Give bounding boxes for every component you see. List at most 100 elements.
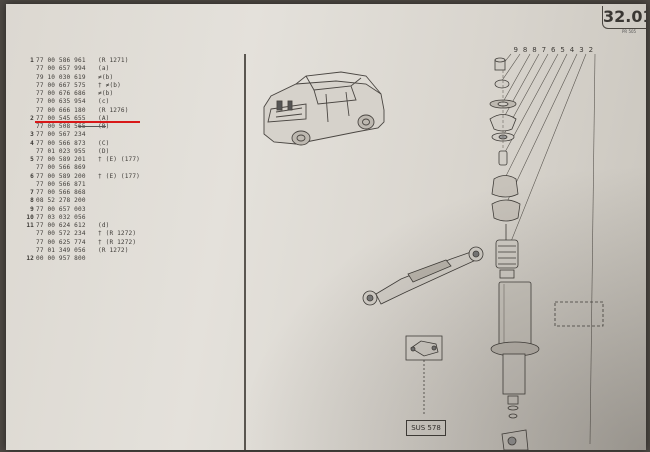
figure-label: SUS 578 [406, 420, 446, 436]
part-number: 77 00 567 234 [36, 131, 86, 139]
part-number: 77 00 625 774 [36, 238, 86, 246]
part-number: 77 01 023 955 [36, 147, 86, 155]
part-index: 10 [26, 213, 34, 221]
exploded-diagram [263, 53, 604, 450]
part-number: 77 00 667 575 [36, 81, 86, 89]
part-row: 79 10 030 619 ≠(b) [26, 74, 231, 82]
part-number: 00 00 957 800 [36, 255, 86, 262]
part-index: 4 [30, 139, 34, 147]
strike-mark [78, 126, 106, 127]
part-number: 77 01 349 056 [36, 246, 86, 254]
part-note: † ≠(b) [98, 81, 121, 89]
part-index: 8 [30, 197, 34, 205]
part-number: 77 00 566 871 [36, 180, 86, 188]
part-row: 77 00 676 686 ≠(b) [26, 90, 231, 98]
page-number: 32.01 [602, 6, 646, 29]
callout-number: 5 [560, 46, 565, 54]
part-index: 1 [30, 57, 34, 64]
part-row: 77 00 566 869 [26, 164, 231, 172]
part-index: 12 [26, 255, 34, 262]
part-index: 7 [30, 189, 34, 196]
part-number: 77 00 566 869 [36, 164, 86, 172]
part-row: 77 00 635 954 (c) [26, 98, 231, 106]
part-note: † (E) (177) [98, 156, 141, 163]
part-number: 77 00 657 003 [36, 205, 86, 213]
callout-number: 4 [569, 46, 575, 54]
part-row: 77 00 572 234 † (R 1272) [26, 230, 231, 238]
part-index: 9 [30, 205, 34, 213]
callout-number: 6 [551, 46, 556, 54]
shock-absorber [490, 224, 540, 450]
part-note: ≠(b) [98, 90, 114, 97]
part-index: 5 [30, 156, 34, 163]
part-row: 77 00 666 180 (R 1276) [26, 107, 231, 115]
callout-number: 9 [513, 46, 518, 54]
part-index: 11 [26, 222, 34, 229]
part-index: 3 [30, 131, 34, 139]
column-divider [244, 54, 246, 450]
part-index: 2 [30, 114, 34, 122]
part-note: (c) [98, 98, 110, 106]
callout-number: 2 [588, 46, 594, 54]
part-note: (A) [98, 114, 110, 122]
callout-number: 8 [522, 46, 528, 54]
part-note: (C) [98, 139, 110, 147]
part-number: 77 00 589 200 [36, 172, 86, 180]
callout-number: 3 [579, 46, 584, 54]
detail-box [554, 301, 604, 327]
part-number: 77 00 624 612 [36, 222, 86, 229]
part-number: 77 00 566 868 [36, 189, 86, 196]
part-note: (d) [98, 222, 110, 229]
part-number: 77 00 666 180 [36, 106, 86, 114]
part-note: † (E) (177) [98, 172, 141, 180]
part-note: (D) [98, 147, 110, 155]
part-note: † (R 1272) [98, 230, 137, 238]
part-note: † (R 1272) [98, 238, 137, 246]
part-note: (R 1272) [98, 246, 129, 254]
part-note: (R 1271) [98, 57, 129, 64]
part-note: ≠(b) [98, 73, 114, 81]
part-number: 77 00 589 201 [36, 156, 86, 163]
strut-top-parts [489, 57, 521, 222]
part-note: (R 1276) [98, 106, 129, 114]
callout-number: 7 [541, 46, 547, 54]
highlight-underline [35, 121, 140, 123]
part-number: 08 52 278 200 [36, 197, 86, 205]
part-note: (a) [98, 65, 110, 73]
part-number: 77 00 572 234 [36, 230, 86, 238]
part-row: 77 00 657 994 (a) [26, 65, 231, 73]
part-row: 77 00 625 774 † (R 1272) [26, 239, 231, 247]
part-number: 77 00 586 961 [36, 57, 86, 64]
part-number: 77 00 545 655 [36, 114, 86, 122]
leader-lines [497, 53, 596, 445]
part-row: 77 00 667 575 † ≠(b) [26, 82, 231, 90]
link-rod [362, 246, 484, 306]
part-row: 77 01 023 955 (D) [26, 148, 231, 156]
part-number: 77 03 032 056 [36, 213, 86, 221]
part-number: 79 10 030 619 [36, 73, 86, 81]
part-number: 77 00 657 994 [36, 65, 86, 73]
car-illustration [263, 71, 385, 146]
bracket-detail [405, 335, 443, 414]
page-code: PR 505 [622, 29, 637, 34]
part-index: 6 [30, 172, 34, 180]
part-number: 77 00 566 873 [36, 139, 86, 147]
part-number: 77 00 635 954 [36, 98, 86, 106]
part-row: 77 01 349 056 (R 1272) [26, 247, 231, 255]
part-number: 77 00 676 686 [36, 90, 86, 97]
